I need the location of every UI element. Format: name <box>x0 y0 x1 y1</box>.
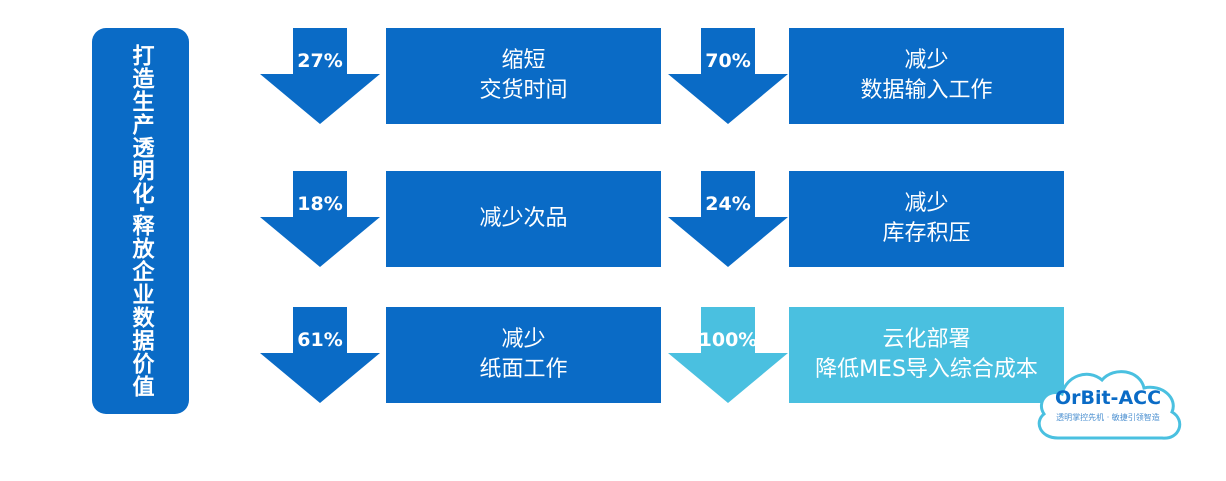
side-title-text: 打造生产透明化·释放企业数据价值 <box>128 43 154 399</box>
benefit-line1: 减少 <box>501 327 546 352</box>
benefit-box: 缩短 交货时间 <box>386 28 661 124</box>
arrow-down-icon: 18% <box>260 171 380 267</box>
logo-subtitle: 透明掌控先机 · 敏捷引领智造 <box>1056 413 1160 422</box>
benefit-line1: 减少次品 <box>479 206 568 231</box>
arrow-down-icon: 24% <box>668 171 788 267</box>
benefit-line2: 库存积压 <box>882 221 971 246</box>
percent-label: 24% <box>705 193 751 215</box>
benefit-box: 减少 纸面工作 <box>386 307 661 403</box>
arrow-down-icon: 61% <box>260 307 380 403</box>
benefit-box: 减少 数据输入工作 <box>789 28 1064 124</box>
benefit-line1: 缩短 <box>501 48 546 73</box>
percent-label: 27% <box>297 50 343 72</box>
benefit-box: 云化部署 降低MES导入综合成本 <box>789 307 1064 403</box>
benefit-line1: 减少 <box>904 48 949 73</box>
percent-label: 100% <box>698 329 758 351</box>
side-title-bar: 打造生产透明化·释放企业数据价值 <box>92 28 189 414</box>
benefit-line1: 云化部署 <box>882 327 971 352</box>
percent-label: 61% <box>297 329 343 351</box>
arrow-down-icon: 70% <box>668 28 788 124</box>
benefit-line2: 交货时间 <box>479 78 568 103</box>
benefit-box: 减少 库存积压 <box>789 171 1064 267</box>
orbit-acc-logo: OrBit-ACC 透明掌控先机 · 敏捷引领智造 <box>1028 350 1188 460</box>
benefit-line2: 降低MES导入综合成本 <box>815 357 1038 382</box>
benefit-line2: 纸面工作 <box>479 357 568 382</box>
arrow-down-icon: 100% <box>668 307 788 403</box>
benefit-line1: 减少 <box>904 191 949 216</box>
benefit-box: 减少次品 <box>386 171 661 267</box>
logo-title: OrBit-ACC <box>1054 387 1162 409</box>
percent-label: 70% <box>705 50 751 72</box>
arrow-down-icon: 27% <box>260 28 380 124</box>
percent-label: 18% <box>297 193 343 215</box>
cloud-icon <box>1037 370 1182 440</box>
benefit-line2: 数据输入工作 <box>860 78 993 103</box>
